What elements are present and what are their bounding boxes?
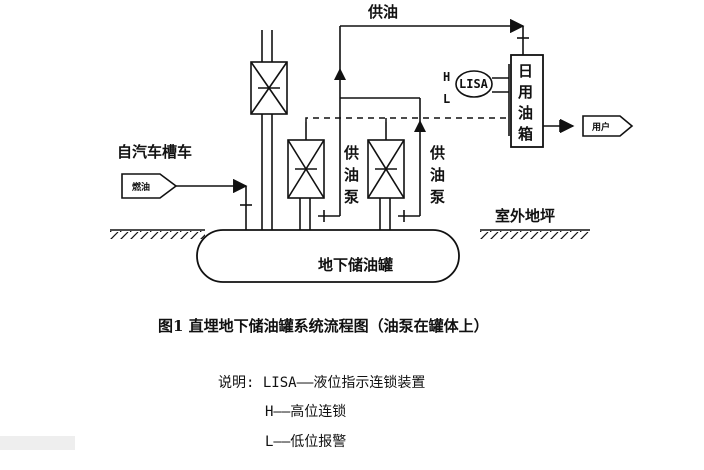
- legend-line-1: 说明: LISA——液位指示连锁装置: [218, 375, 425, 391]
- pump-right: [367, 122, 420, 230]
- pump-right-char-1: 供: [429, 144, 445, 162]
- user-tag-label: 用户: [591, 121, 610, 133]
- pump-right-char-3: 泵: [430, 188, 445, 206]
- pump-left-char-2: 油: [344, 166, 359, 184]
- h-label: H: [443, 70, 450, 84]
- scan-blur: [0, 436, 75, 450]
- flow-arrow-right: [414, 120, 426, 132]
- day-tank: [510, 54, 544, 148]
- day-tank-char-1: 日: [518, 62, 533, 80]
- day-tank-char-3: 油: [518, 104, 533, 122]
- fuel-tag-label: 燃油: [132, 181, 150, 193]
- legend-line-2: H——高位连锁: [265, 403, 346, 420]
- tanker-source-label: 自汽车槽车: [117, 143, 192, 161]
- ground-left: [110, 229, 205, 239]
- pump-left-char-3: 泵: [344, 188, 359, 206]
- return-line: [305, 117, 515, 122]
- supply-oil-label: 供油: [367, 3, 398, 21]
- fill-line: [121, 173, 252, 230]
- underground-tank: [196, 229, 460, 283]
- vent-column: [250, 30, 288, 230]
- pump-right-char-2: 油: [430, 166, 445, 184]
- day-tank-char-4: 箱: [518, 125, 533, 143]
- legend-line-3: L——低位报警: [265, 434, 346, 450]
- l-label: L: [443, 92, 450, 106]
- supply-lines: [339, 18, 529, 216]
- ground-right: [480, 229, 590, 239]
- flow-arrow-left: [334, 68, 346, 80]
- underground-tank-label: 地下储油罐: [318, 256, 393, 274]
- figure-caption: 图1 直埋地下储油罐系统流程图（油泵在罐体上）: [158, 317, 489, 335]
- lisa-label: LISA: [459, 77, 489, 91]
- pump-left: [287, 122, 340, 230]
- lisa-instrument: [455, 70, 509, 98]
- pump-left-char-1: 供: [343, 144, 359, 162]
- user-outlet: [543, 115, 634, 137]
- outdoor-ground-label: 室外地坪: [495, 207, 555, 225]
- day-tank-char-2: 用: [518, 83, 533, 101]
